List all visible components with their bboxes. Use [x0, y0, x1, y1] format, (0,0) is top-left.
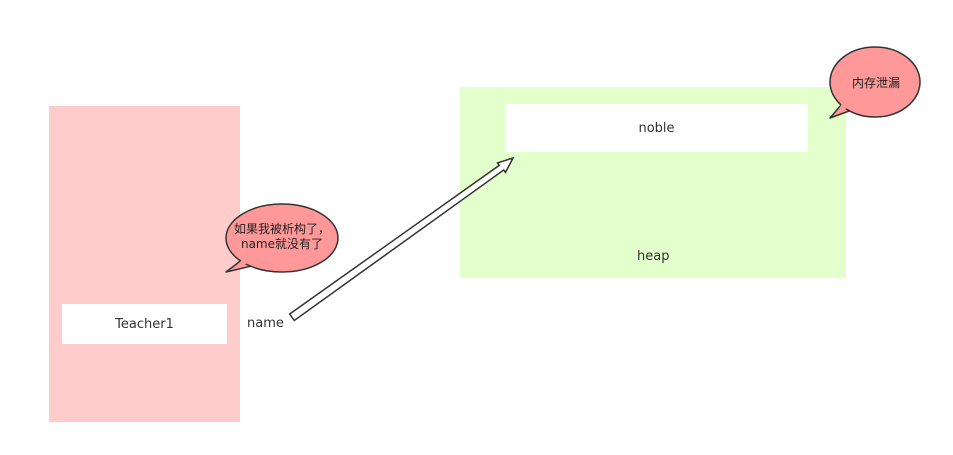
destructor-callout-text: 如果我被析构了，name就没有了: [232, 209, 332, 265]
destructor-callout-body: [225, 203, 339, 273]
noble-object-label: noble: [638, 120, 675, 136]
destructor-callout-label: 如果我被析构了，name就没有了: [233, 222, 330, 251]
leak-callout-body: [829, 46, 921, 118]
leak-callout-text: 内存泄漏: [834, 58, 918, 108]
heap-label: heap: [637, 249, 670, 264]
stack-region: [49, 106, 240, 422]
noble-object-box: noble: [505, 104, 808, 152]
pointer-arrow: [288, 156, 515, 322]
leak-callout-label: 内存泄漏: [851, 75, 900, 90]
leak-callout-tail-cover: [837, 102, 851, 112]
name-pointer-label: name: [247, 316, 284, 331]
destructor-callout-tail-cover: [236, 257, 254, 266]
teacher-object-box: Teacher1: [62, 304, 227, 344]
teacher-object-label: Teacher1: [115, 316, 174, 332]
